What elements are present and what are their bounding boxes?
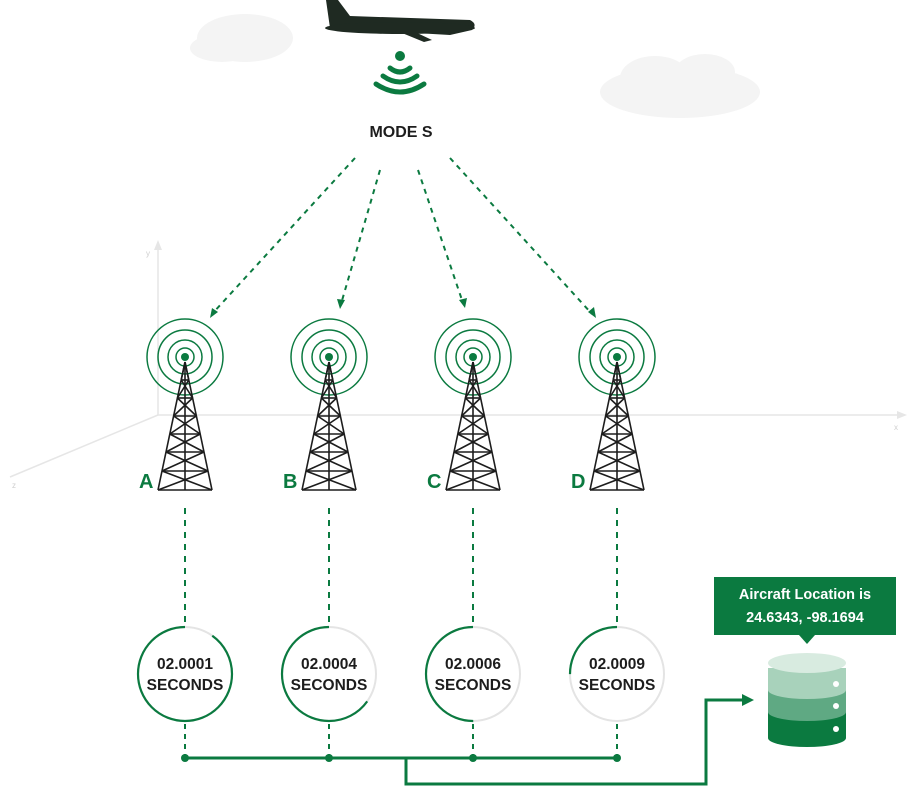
tower-label: A (139, 471, 153, 493)
airplane-icon (325, 0, 475, 42)
timer-value: 02.0004 (301, 656, 357, 673)
mode-s-label: MODE S (369, 124, 432, 141)
bus-node (181, 754, 189, 762)
result-box-pointer (799, 635, 815, 644)
signal-arrowheads (210, 298, 596, 318)
timer-progress-arc (136, 625, 234, 723)
radio-tower-icon (589, 361, 645, 491)
antenna-dot (469, 353, 477, 361)
timer-unit: SECONDS (147, 677, 224, 694)
antenna-dot (325, 353, 333, 361)
result-line-1: Aircraft Location is (739, 587, 871, 603)
radio-tower-icon (301, 361, 357, 491)
timer-value: 02.0001 (157, 656, 213, 673)
x-axis-arrow (897, 411, 907, 419)
antenna-dot (613, 353, 621, 361)
radio-tower-icon (445, 361, 501, 491)
y-axis-arrow (154, 240, 162, 250)
timer-progress-arc (568, 625, 666, 723)
y-axis-label: y (146, 249, 150, 258)
database-icon (768, 653, 846, 747)
tower-label: B (283, 471, 297, 493)
data-connector (186, 698, 745, 786)
result-box (714, 577, 896, 635)
timer-progress-arc (280, 625, 378, 723)
timer-unit: SECONDS (579, 677, 656, 694)
radio-tower-icon (157, 361, 213, 491)
timer-value: 02.0006 (445, 656, 501, 673)
timer-unit: SECONDS (435, 677, 512, 694)
tower-label: C (427, 471, 441, 493)
signal-dot (395, 51, 405, 61)
result-line-2: 24.6343, -98.1694 (746, 610, 864, 626)
signal-paths (211, 157, 593, 315)
timer-value: 02.0009 (589, 656, 645, 673)
x-axis-label: x (894, 423, 898, 432)
cloud-right (600, 54, 760, 118)
timer-progress-arc (424, 625, 522, 723)
broadcast-signal-icon (373, 65, 427, 95)
antenna-dot (181, 353, 189, 361)
z-axis-label: z (12, 481, 16, 490)
tower-label: D (571, 471, 585, 493)
connector-arrowhead (742, 694, 754, 706)
cloud-left (190, 14, 293, 62)
timer-unit: SECONDS (291, 677, 368, 694)
